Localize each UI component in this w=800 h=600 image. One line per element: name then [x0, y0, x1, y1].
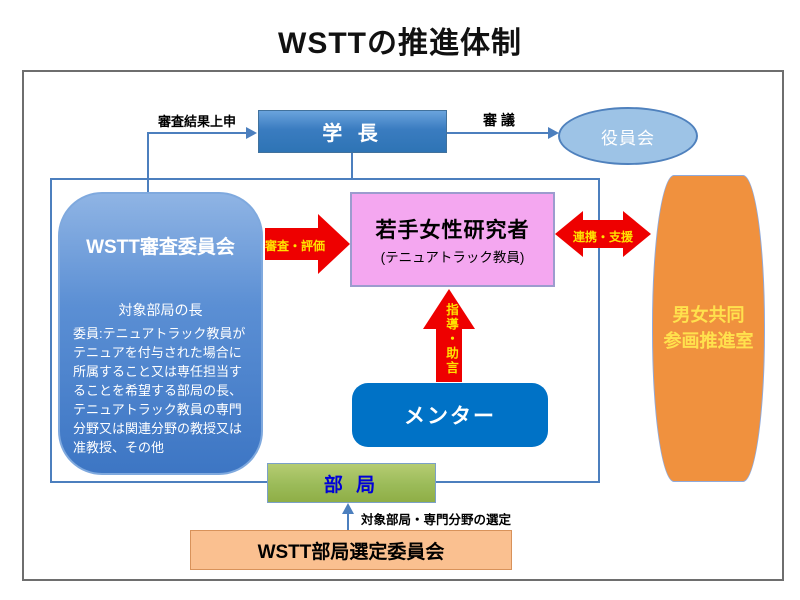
researcher-title: 若手女性研究者 — [375, 218, 530, 242]
review-committee-title: WSTT審査委員会 — [86, 237, 235, 258]
page-title: WSTTの推進体制 — [278, 27, 522, 60]
review-arrow-label: 審査・評価 — [264, 239, 325, 253]
deliberation-label: 審 議 — [483, 112, 515, 128]
cooperation-arrowhead-left-icon — [555, 211, 583, 257]
president-box: 学 長 — [258, 110, 447, 153]
office-label-line1: 男女共同 — [672, 305, 745, 326]
review-arrow-shaft — [265, 228, 320, 260]
bureau-label: 部 局 — [323, 474, 380, 496]
selection-connector — [347, 508, 349, 530]
researcher-box: 若手女性研究者 (テニュアトラック教員) — [350, 192, 555, 287]
review-arrowhead-icon — [318, 214, 350, 274]
board-label: 役員会 — [601, 128, 655, 148]
cooperation-arrow-shaft — [581, 220, 625, 248]
office-label-line2: 参画推進室 — [663, 330, 754, 351]
report-connector-horizontal — [147, 132, 247, 134]
president-label: 学 長 — [322, 123, 383, 145]
president-stub-connector — [351, 153, 353, 179]
mentor-label: メンター — [404, 405, 496, 428]
deliberation-arrowhead-icon — [548, 127, 559, 139]
deliberation-connector — [447, 132, 557, 134]
report-label: 審査結果上申 — [158, 114, 237, 129]
selection-committee-box: WSTT部局選定委員会 — [190, 530, 512, 570]
report-connector-vertical — [147, 132, 149, 195]
researcher-subtitle: (テニュアトラック教員) — [380, 249, 525, 265]
review-committee-subtitle: 対象部局の長 — [118, 302, 203, 318]
board-ellipse: 役員会 — [558, 107, 698, 165]
selection-arrowhead-icon — [342, 503, 354, 514]
selection-label: 対象部局・専門分野の選定 — [361, 513, 512, 527]
review-committee-body: 委員:テニュアトラック教員がテニュアを付与された場合に所属すること又は専任担当す… — [73, 326, 246, 455]
guidance-arrow-label: 指導・助言 — [444, 303, 458, 376]
selection-committee-label: WSTT部局選定委員会 — [257, 541, 445, 563]
review-committee-shape: WSTT審査委員会 対象部局の長 委員:テニュアトラック教員がテニュアを付与され… — [58, 192, 263, 475]
mentor-box: メンター — [352, 383, 548, 447]
cooperation-arrowhead-right-icon — [623, 211, 651, 257]
gender-equality-office-shape: 男女共同 参画推進室 — [652, 175, 765, 482]
report-arrowhead-icon — [246, 127, 257, 139]
guidance-arrow-shaft — [436, 328, 462, 382]
bureau-box: 部 局 — [267, 463, 436, 503]
guidance-arrowhead-icon — [423, 289, 475, 329]
cooperation-arrow-label: 連携・支援 — [572, 230, 633, 244]
